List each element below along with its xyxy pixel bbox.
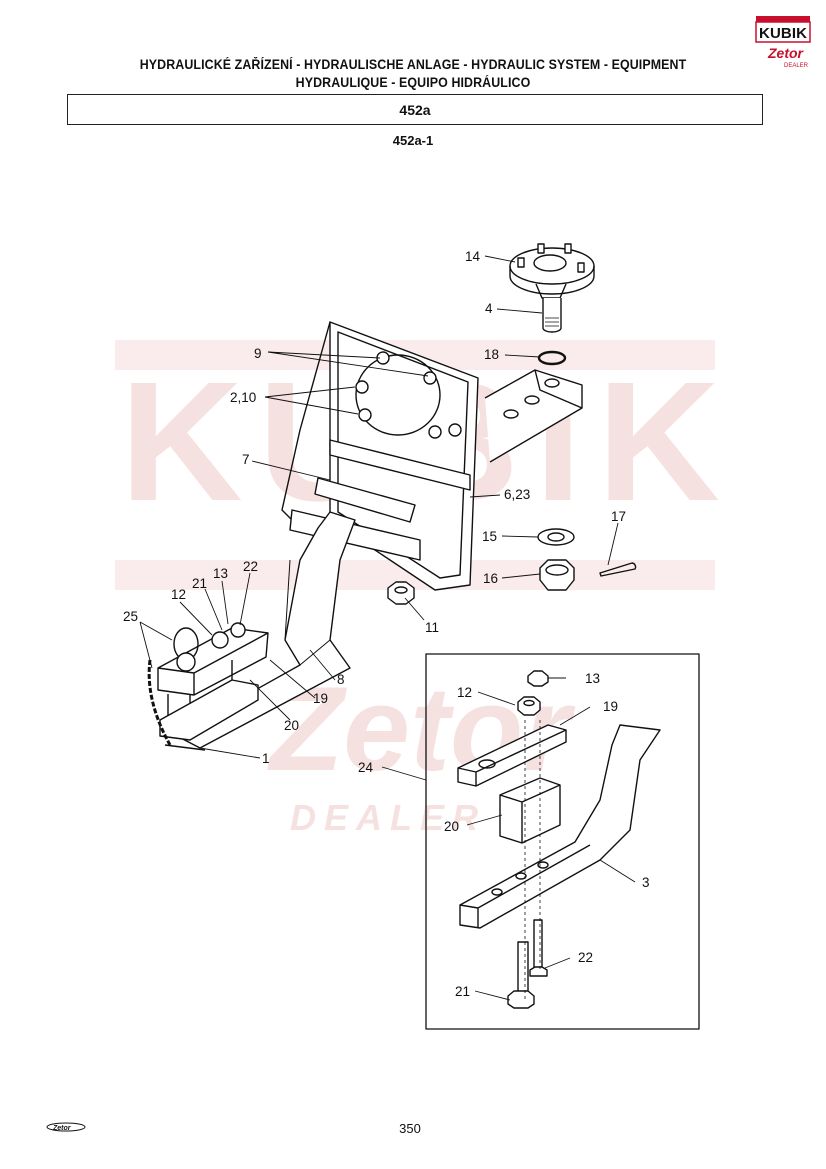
bracket-part (281, 321, 479, 591)
callout-6-23: 6,23 (504, 487, 530, 502)
figure-label: 452a-1 (392, 133, 434, 148)
split-pin-part (599, 562, 637, 577)
castle-nut-part (539, 559, 575, 591)
callout-4: 4 (485, 301, 493, 316)
detail-callout-20: 20 (444, 819, 459, 834)
callout-7: 7 (242, 452, 250, 467)
callout-labels: 14 4 18 9 2,10 7 6,23 15 17 16 11 13 22 … (123, 249, 650, 999)
detail-callout-24: 24 (358, 760, 374, 775)
pin-part (542, 298, 562, 333)
logo-brand-top: KUBIK (759, 25, 807, 42)
callout-14: 14 (465, 249, 481, 264)
detail-callout-22: 22 (578, 950, 593, 965)
detail-parts (457, 670, 661, 1009)
detail-callout-13: 13 (585, 671, 600, 686)
dealer-logo: KUBIK Zetor DEALER (755, 16, 811, 69)
section-code-box: 452a (67, 94, 763, 125)
callout-2-10: 2,10 (230, 390, 256, 405)
callout-9: 9 (254, 346, 262, 361)
detail-callout-3: 3 (642, 875, 650, 890)
beam-part (484, 369, 583, 463)
leader-lines (139, 255, 636, 1001)
callout-19: 19 (313, 691, 328, 706)
logo-brand-bottom: DEALER (784, 63, 809, 69)
drawbar-arm-part (174, 511, 356, 749)
detail-callout-19: 19 (603, 699, 618, 714)
callout-17: 17 (611, 509, 626, 524)
callout-15: 15 (482, 529, 497, 544)
title-line-1: HYDRAULICKÉ ZAŘÍZENÍ - HYDRAULISCHE ANLA… (139, 57, 687, 72)
flange-part (509, 243, 595, 299)
callout-13: 13 (213, 566, 228, 581)
callout-12: 12 (171, 587, 186, 602)
logo-brand-mid: Zetor (767, 45, 805, 61)
page-title: HYDRAULICKÉ ZAŘÍZENÍ - HYDRAULISCHE ANLA… (0, 56, 826, 92)
callout-18: 18 (484, 347, 499, 362)
footer-brand-mark: Zetor (46, 1122, 86, 1132)
page-number: 350 (399, 1121, 421, 1136)
detail-box (425, 653, 700, 1030)
section-code: 452a (399, 101, 431, 118)
title-line-2: HYDRAULIQUE - EQUIPO HIDRÁULICO (295, 75, 531, 90)
callout-21: 21 (192, 576, 207, 591)
footer-brand-text: Zetor (52, 1125, 72, 1132)
detail-callout-12: 12 (457, 685, 472, 700)
hitch-block-part (147, 622, 269, 751)
callout-20: 20 (284, 718, 299, 733)
callout-22: 22 (243, 559, 258, 574)
callout-1: 1 (262, 751, 270, 766)
callout-16: 16 (483, 571, 498, 586)
callout-25: 25 (123, 609, 138, 624)
detail-callout-21: 21 (455, 984, 470, 999)
ring-part (537, 350, 567, 366)
watermark-dealer-text: DEALER (290, 797, 486, 838)
callout-8: 8 (337, 672, 345, 687)
callout-11: 11 (425, 620, 439, 635)
